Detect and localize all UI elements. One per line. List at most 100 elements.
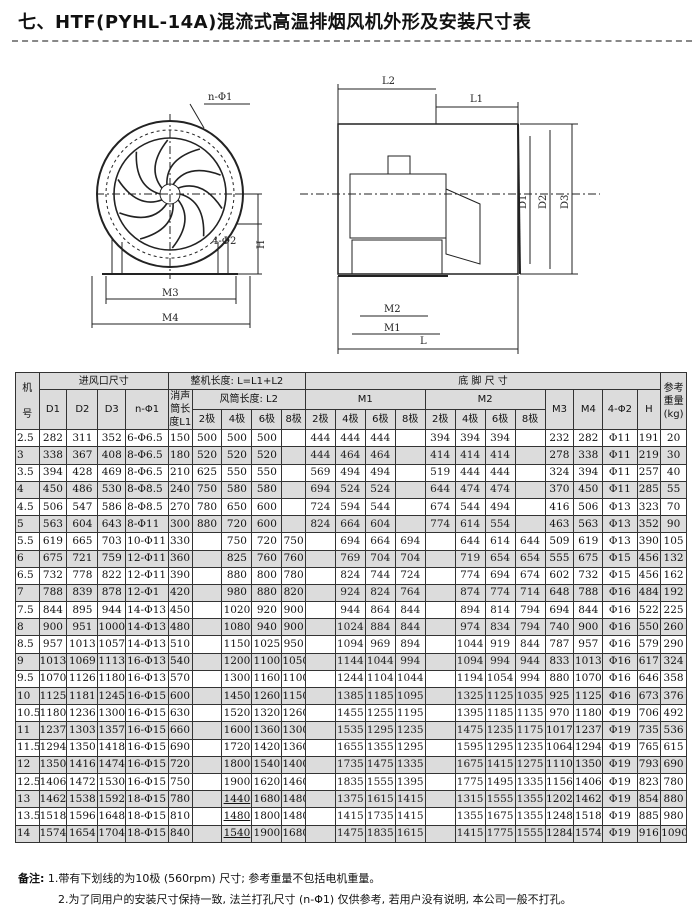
cell-d2: 1303 <box>66 721 99 740</box>
cell-m2-0 <box>424 755 456 774</box>
cell-l2-1: 1900 <box>221 772 253 792</box>
label-L2: L2 <box>382 76 395 87</box>
cell-l2-3: 1680 <box>281 824 306 843</box>
casing <box>337 123 519 275</box>
cell-m3: 1284 <box>544 824 575 843</box>
cell-m1-0 <box>304 566 336 585</box>
cell-d2: 428 <box>66 463 99 482</box>
cell-m3: 232 <box>544 429 575 448</box>
cell-l2-1: 1080 <box>221 618 253 637</box>
cell-l2-3: 1480 <box>281 790 306 809</box>
col-foot: 底 脚 尺 寸 <box>304 371 662 391</box>
cell-m3: 555 <box>544 549 575 568</box>
col-D3: D3 <box>97 389 127 431</box>
cell-m2-2: 474 <box>484 480 516 499</box>
cell-m1-3: 1195 <box>394 704 426 723</box>
cell-m2-0 <box>424 807 456 826</box>
cell-m1-2: 1104 <box>364 669 396 689</box>
cell-d3: 469 <box>97 463 127 482</box>
cell-d2: 486 <box>66 480 99 499</box>
cell-m2-2: 1495 <box>484 772 516 792</box>
cell-m2-1: 974 <box>454 618 486 637</box>
cell-l2-1: 520 <box>221 446 253 465</box>
col-pole: 8极 <box>394 409 426 431</box>
cell-m1-2: 1835 <box>364 824 396 843</box>
cell-h: 646 <box>636 669 662 689</box>
cell-m2-1: 1355 <box>454 807 486 826</box>
cell-m4: 282 <box>573 429 604 448</box>
impeller-blade <box>139 203 174 240</box>
cell-l2-3: 1300 <box>281 721 306 740</box>
cell-m1-3: 1295 <box>394 738 426 757</box>
cell-d1: 675 <box>38 549 68 568</box>
cell-l1: 600 <box>167 686 193 706</box>
cell-m2-2: 834 <box>484 618 516 637</box>
cell-l2-3: 1360 <box>281 738 306 757</box>
cell-m2-1: 874 <box>454 583 486 603</box>
cell-l2-2: 1360 <box>251 721 283 740</box>
cell-m1-1: 1735 <box>334 755 366 774</box>
cell-m2-1: 1775 <box>454 772 486 792</box>
cell-m1-1: 1024 <box>334 618 366 637</box>
cell-m2-1: 894 <box>454 601 486 620</box>
cell-d3: 1418 <box>97 738 127 757</box>
cell-d2: 1472 <box>66 772 99 792</box>
cell-m4: 1013 <box>573 652 604 671</box>
cell-no: 11 <box>15 721 40 740</box>
cell-n: 18-Φ15 <box>125 790 169 809</box>
cell-m2-1: 719 <box>454 549 486 568</box>
cell-m1-0: 569 <box>304 463 336 482</box>
cell-w: 615 <box>660 738 687 757</box>
cell-m2-3: 944 <box>514 652 546 671</box>
cell-d1: 1574 <box>38 824 68 843</box>
cell-w: 132 <box>660 549 687 568</box>
cell-phi2: Φ19 <box>602 755 638 774</box>
cell-l2-0 <box>191 669 223 689</box>
cell-l2-1: 880 <box>221 566 253 585</box>
cell-h: 579 <box>636 635 662 654</box>
cell-m2-3 <box>514 463 546 482</box>
cell-phi2: Φ19 <box>602 772 638 792</box>
cell-w: 20 <box>660 429 687 448</box>
cell-m2-2: 1675 <box>484 807 516 826</box>
cell-phi2: Φ15 <box>602 566 638 585</box>
cell-m4: 957 <box>573 635 604 654</box>
cell-l2-3: 750 <box>281 532 306 551</box>
cell-d3: 1648 <box>97 807 127 826</box>
col-pole: 2极 <box>304 409 336 431</box>
cell-m3: 278 <box>544 446 575 465</box>
cell-d2: 1013 <box>66 635 99 654</box>
cell-w: 290 <box>660 635 687 654</box>
cell-no: 8 <box>15 618 40 637</box>
cell-h: 673 <box>636 686 662 706</box>
cell-l2-1: 500 <box>221 429 253 448</box>
cell-n: 8-Φ8.5 <box>125 480 169 499</box>
cell-d3: 1057 <box>97 635 127 654</box>
cell-l2-2: 1540 <box>251 755 283 774</box>
table-row: 910131069111316-Φ13540120011001050114410… <box>15 652 687 671</box>
cell-m2-1: 1094 <box>454 652 486 671</box>
table-row: 10.511801236130016-Φ15630152013201260145… <box>15 704 687 723</box>
cell-phi2: Φ13 <box>602 515 638 534</box>
cell-d2: 1236 <box>66 704 99 723</box>
cell-l2-0 <box>191 686 223 706</box>
cell-w: 880 <box>660 790 687 809</box>
cell-l2-0: 500 <box>191 429 223 448</box>
cell-d3: 1000 <box>97 618 127 637</box>
cell-m1-0 <box>304 790 336 809</box>
cell-m4: 1462 <box>573 790 604 809</box>
cell-m1-2: 524 <box>364 480 396 499</box>
cell-phi2: Φ19 <box>602 704 638 723</box>
cell-n: 14-Φ13 <box>125 635 169 654</box>
cell-l2-2: 1100 <box>251 652 283 671</box>
cell-no: 10 <box>15 686 40 706</box>
cell-d3: 878 <box>97 583 127 603</box>
cell-l1: 690 <box>167 738 193 757</box>
cell-m1-3: 1044 <box>394 669 426 689</box>
cell-m1-2: 864 <box>364 601 396 620</box>
